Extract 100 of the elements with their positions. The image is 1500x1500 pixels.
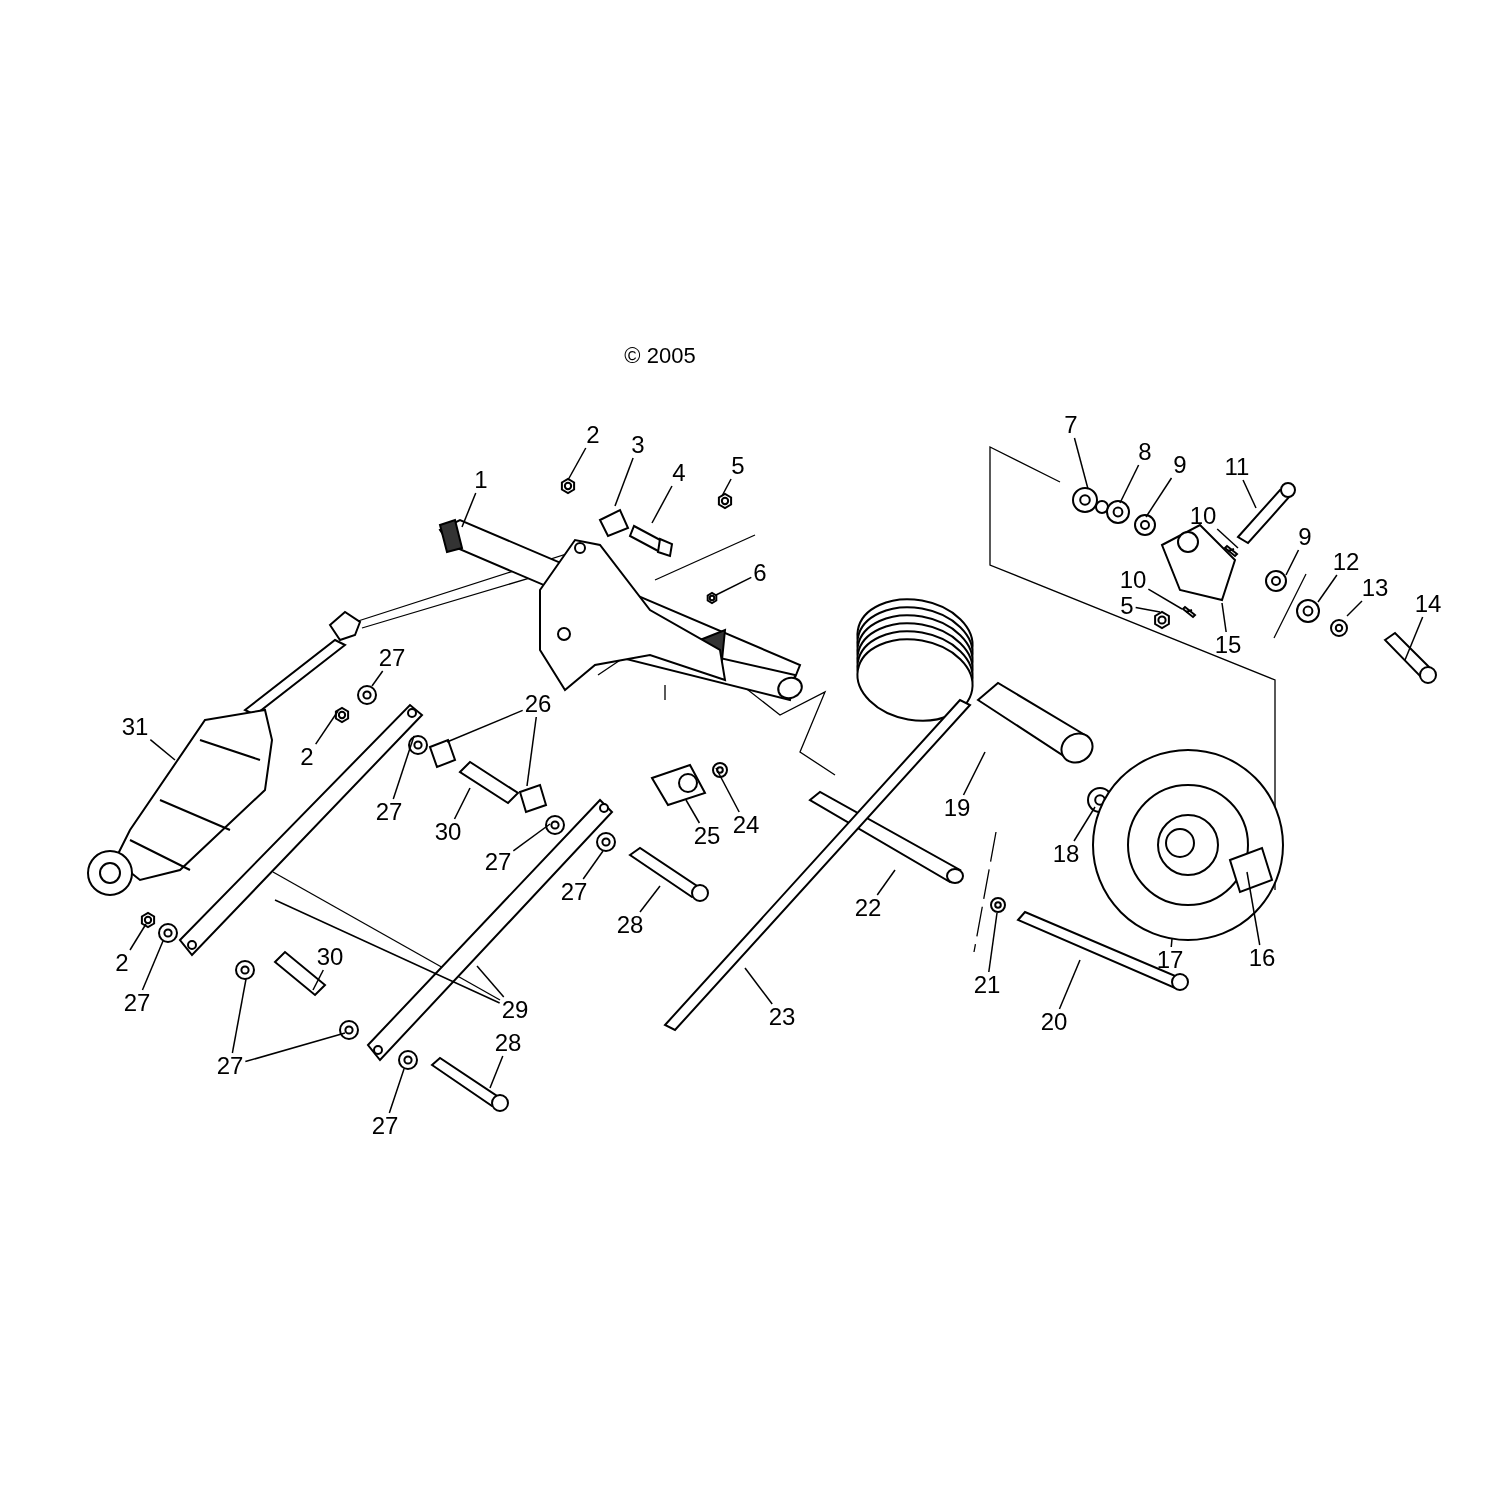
callout-number: 18 <box>1052 842 1080 866</box>
nut <box>140 911 156 929</box>
leader-line <box>962 751 986 796</box>
leader-line <box>567 447 587 481</box>
callout-number: 14 <box>1414 592 1442 616</box>
spacer <box>976 681 1094 764</box>
callout-number: 29 <box>501 998 529 1022</box>
callout-number: 4 <box>672 461 686 485</box>
nut <box>706 591 718 605</box>
leader-line <box>582 850 604 880</box>
bolt <box>1236 482 1296 545</box>
leader-line <box>1119 464 1140 504</box>
leader-line <box>1058 959 1081 1010</box>
callout-number: 3 <box>631 433 645 457</box>
copyright-note: © 2005 <box>624 343 696 369</box>
callout-number: 10 <box>1119 568 1147 592</box>
nut <box>560 477 576 495</box>
callout-number: 23 <box>768 1005 796 1029</box>
washer <box>545 815 565 835</box>
bushing <box>1072 487 1109 514</box>
bolt <box>1383 631 1437 684</box>
block <box>650 763 707 807</box>
leader-line <box>461 492 477 528</box>
callout-number: 9 <box>1173 453 1187 477</box>
callout-number: 20 <box>1040 1010 1068 1034</box>
leader-line <box>1134 606 1161 613</box>
leader-line <box>721 478 732 497</box>
callout-number: 2 <box>300 745 314 769</box>
pin <box>458 760 520 805</box>
washer <box>596 832 616 852</box>
leader-line <box>244 1032 346 1063</box>
callout-number: 5 <box>731 454 745 478</box>
leader-line <box>685 799 701 824</box>
callout-number: 6 <box>753 561 767 585</box>
callout-number: 19 <box>943 796 971 820</box>
callout-number: 27 <box>216 1054 244 1078</box>
washer <box>398 1050 418 1070</box>
callout-number: 17 <box>1156 948 1184 972</box>
leader-line <box>715 767 740 813</box>
leader-line <box>715 576 753 596</box>
callout-number: 27 <box>560 880 588 904</box>
leader-line <box>149 738 176 761</box>
leader-line <box>476 965 505 998</box>
washer <box>1296 599 1320 623</box>
bolt <box>430 1056 509 1112</box>
leader-line <box>141 940 164 991</box>
callout-number: 10 <box>1189 504 1217 528</box>
callout-number: 16 <box>1248 946 1276 970</box>
callout-number: 31 <box>121 715 149 739</box>
leader-line <box>1073 806 1096 842</box>
leader-line <box>489 1055 504 1089</box>
leader-line <box>446 709 524 743</box>
callout-number: 21 <box>973 973 1001 997</box>
leader-line <box>1346 600 1363 617</box>
leader-line <box>129 923 147 951</box>
callout-number: 13 <box>1361 576 1389 600</box>
pin <box>1181 605 1197 619</box>
callout-number: 27 <box>484 850 512 874</box>
leader-line <box>526 716 537 787</box>
leader-line <box>1145 477 1173 518</box>
leader-line <box>392 735 415 800</box>
callout-number: 30 <box>316 945 344 969</box>
bushing <box>428 738 457 769</box>
callout-number: 11 <box>1224 455 1250 479</box>
callout-number: 2 <box>115 951 129 975</box>
nut <box>717 492 733 510</box>
callout-number: 26 <box>524 692 552 716</box>
nut <box>1154 610 1170 630</box>
callout-number: 27 <box>123 991 151 1015</box>
callout-number: 15 <box>1214 633 1242 657</box>
callout-number: 27 <box>371 1114 399 1138</box>
callout-number: 2 <box>586 423 600 447</box>
callout-number: 30 <box>434 820 462 844</box>
washer <box>158 923 178 943</box>
torsion-spring <box>663 598 974 1032</box>
washer <box>235 960 255 980</box>
leader-line <box>1073 437 1089 490</box>
leader-line <box>1221 602 1227 633</box>
callout-number: 27 <box>378 646 406 670</box>
leader-line <box>231 978 247 1054</box>
washer <box>1106 500 1130 524</box>
bolt <box>628 846 709 902</box>
leader-line <box>876 869 896 896</box>
leader-line <box>453 787 471 820</box>
callout-number: 28 <box>494 1031 522 1055</box>
washer <box>990 897 1006 913</box>
leader-line <box>1216 528 1239 549</box>
leader-line <box>1242 479 1257 509</box>
callout-number: 12 <box>1332 550 1360 574</box>
idler-wheel <box>1092 749 1284 941</box>
bearing <box>1265 570 1287 592</box>
callout-number: 7 <box>1064 413 1078 437</box>
leader-line <box>1246 871 1261 946</box>
leader-line <box>312 969 325 991</box>
leader-line <box>614 457 634 507</box>
callout-number: 1 <box>474 468 488 492</box>
leader-line <box>371 670 384 687</box>
washer <box>357 685 377 705</box>
callout-number: 5 <box>1120 594 1134 618</box>
bushing <box>518 783 548 814</box>
